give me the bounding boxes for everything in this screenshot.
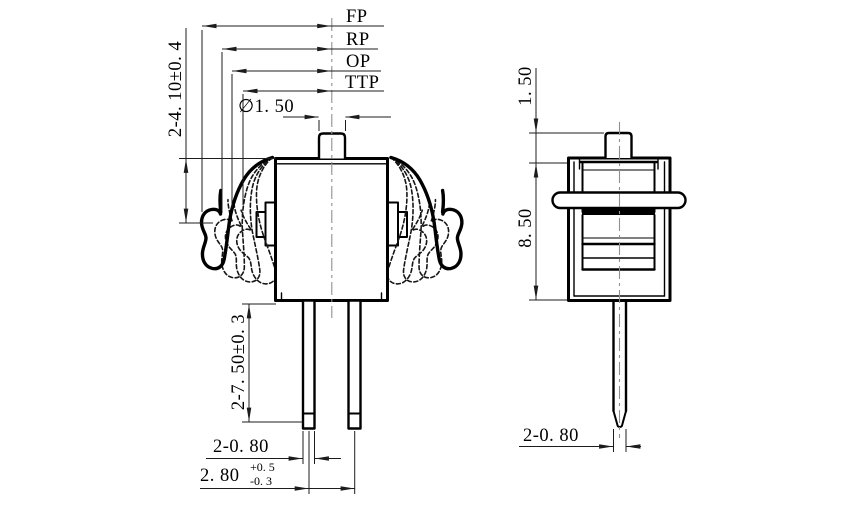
front-dimension-lines	[179, 23, 391, 494]
plunger-side	[604, 131, 633, 160]
label-op: OP	[346, 52, 371, 72]
side-view: 1. 50 8. 50 2-0. 80	[516, 66, 687, 452]
side-contact-right	[385, 201, 408, 247]
dim-plunger-height: 1. 50	[516, 66, 536, 106]
dim-arm-height: 2-4. 10±0. 4	[166, 41, 186, 137]
dim-pin-width-front: 2-0. 80	[213, 437, 269, 457]
label-rp: RP	[346, 30, 370, 50]
spring-arm-right	[389, 155, 464, 271]
dim-pin-pitch: 2. 80	[200, 466, 240, 486]
dim-pin-pitch-tol-plus: +0. 5	[250, 460, 275, 474]
dim-pin-length: 2-7. 50±0. 3	[229, 314, 249, 410]
front-view: FP RP OP TTP ∅1. 50 2-4. 10±0. 4 2-7. 50…	[166, 7, 464, 494]
dim-body-height: 8. 50	[516, 208, 536, 248]
dim-pin-width-side: 2-0. 80	[523, 426, 579, 446]
label-fp: FP	[346, 7, 368, 27]
terminal-pins-front	[301, 299, 362, 430]
spring-arm-left	[199, 155, 275, 271]
dim-pin-pitch-tol-minus: -0. 3	[250, 474, 272, 488]
dim-plunger-diameter: ∅1. 50	[238, 97, 294, 117]
spring-arm-left-travel-positions	[214, 156, 277, 285]
label-ttp: TTP	[345, 73, 379, 93]
side-dimension-lines	[519, 68, 641, 452]
